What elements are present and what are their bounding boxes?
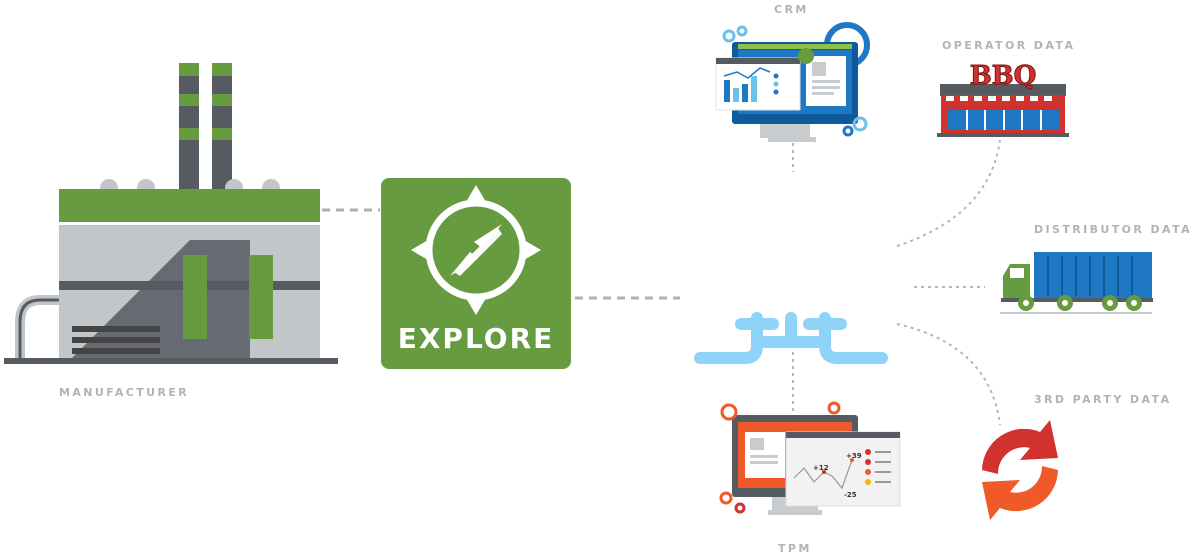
third-party-data-label: 3RD PARTY DATA [1034,393,1172,406]
distributor-data-label: DISTRIBUTOR DATA [1034,223,1193,236]
pipe-connector-icon [694,312,888,364]
bbq-sign-text: BBQ [970,61,1037,91]
operator-data-label: OPERATOR DATA [942,39,1076,52]
operator-link [896,139,1001,247]
crm-monitor-icon [715,22,870,142]
tpm-chart-label-b: +39 [846,452,862,460]
tpm-chart-label-a: +12 [813,464,829,472]
compass-icon [411,185,541,315]
manufacturer-label: MANUFACTURER [59,386,190,399]
factory-icon [4,63,338,364]
explore-badge [381,178,571,369]
refresh-arrows-icon [982,420,1058,520]
tpm-monitor-icon: +12 +39 -25 [719,401,901,515]
tpm-chart-label-c: -25 [844,491,857,499]
third-party-link [896,323,1001,426]
tpm-label: TPM [778,542,812,555]
restaurant-building-icon: BBQ [937,61,1069,137]
explore-label: EXPLORE [397,322,555,355]
connector-lines [322,208,680,300]
dotted-links [792,139,1001,426]
delivery-truck-icon [1000,252,1153,314]
crm-label: CRM [774,3,809,16]
